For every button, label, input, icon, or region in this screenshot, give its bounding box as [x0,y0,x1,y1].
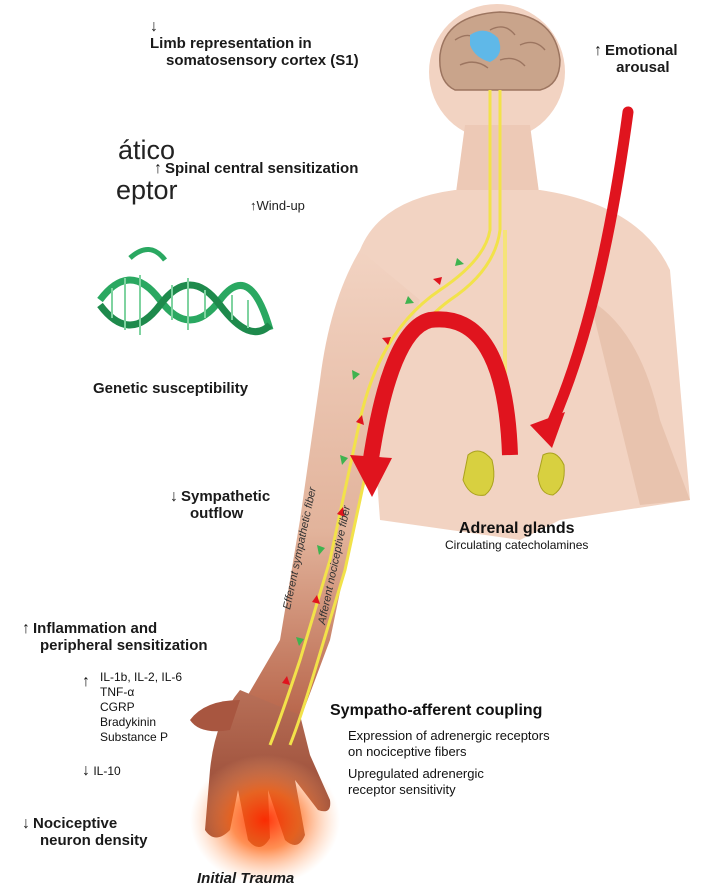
up-arrow-icon: ↑ [22,620,30,637]
label-genetic-susceptibility: Genetic susceptibility [93,380,248,397]
mediators-down: ↓ IL-10 [82,762,121,780]
coupling-line2: on nociceptive fibers [348,744,550,760]
label-initial-trauma: Initial Trauma [197,870,294,887]
inflammation-line1: Inflammation and [33,620,157,637]
adrenal-title: Adrenal glands [445,520,588,538]
up-arrow-icon: ↑ [82,674,90,689]
label-nociceptive-density: ↓Nociceptive neuron density [22,815,148,849]
sympathetic-line1: Sympathetic [181,488,270,505]
up-arrow-icon: ↑ [594,42,602,59]
label-limb-representation: ↓Limb representation in somatosensory co… [150,18,359,69]
down-arrow-icon: ↓ [22,815,30,832]
coupling-line4: receptor sensitivity [348,782,550,798]
nociceptive-line2: neuron density [40,832,148,849]
down-arrow-icon: ↓ [150,18,356,35]
label-spinal-sensitization: ↑Spinal central sensitization [154,160,358,177]
nociceptive-line1: Nociceptive [33,815,117,832]
mediators-up: ↑ IL-1b, IL-2, IL-6 TNF-α CGRP Bradykini… [82,670,182,745]
coupling-line1: Expression of adrenergic receptors [348,728,550,744]
windup-text: Wind-up [257,198,305,213]
mediator-item: IL-1b, IL-2, IL-6 [100,670,182,685]
mediator-item: Bradykinin [100,715,182,730]
brain-illustration [440,12,560,90]
trauma-text: Initial Trauma [197,870,294,887]
inflammation-line2: peripheral sensitization [40,637,208,654]
spinal-text: Spinal central sensitization [165,160,358,177]
mediator-item: Substance P [100,730,182,745]
label-emotional-arousal: ↑Emotional arousal [594,42,678,76]
label-adrenal-glands: Adrenal glands Circulating catecholamine… [445,520,588,552]
trauma-glow [190,755,340,885]
mediator-item: CGRP [100,700,182,715]
down-arrow-icon: ↓ [170,488,178,505]
label-sympathetic-outflow: ↓Sympathetic outflow [170,488,270,522]
mediator-item: TNF-α [100,685,182,700]
emotional-line1: Emotional [605,42,678,59]
limb-line1: Limb representation in [150,35,359,52]
genetic-text: Genetic susceptibility [93,380,248,397]
adrenal-sub: Circulating catecholamines [445,538,588,552]
coupling-line3: Upregulated adrenergic [348,766,550,782]
mediator-down-item: IL-10 [93,764,120,778]
label-inflammation: ↑Inflammation and peripheral sensitizati… [22,620,208,654]
coupling-title: Sympatho-afferent coupling [330,702,550,720]
label-sympatho-afferent-coupling: Sympatho-afferent coupling Expression of… [330,702,550,798]
limb-line2: somatosensory cortex (S1) [166,52,359,69]
sympathetic-line2: outflow [190,505,270,522]
down-arrow-icon: ↓ [82,762,90,779]
dna-helix [100,249,270,335]
up-arrow-icon: ↑ [154,160,162,177]
emotional-line2: arousal [594,59,670,76]
label-wind-up: ↑Wind-up [250,198,305,214]
